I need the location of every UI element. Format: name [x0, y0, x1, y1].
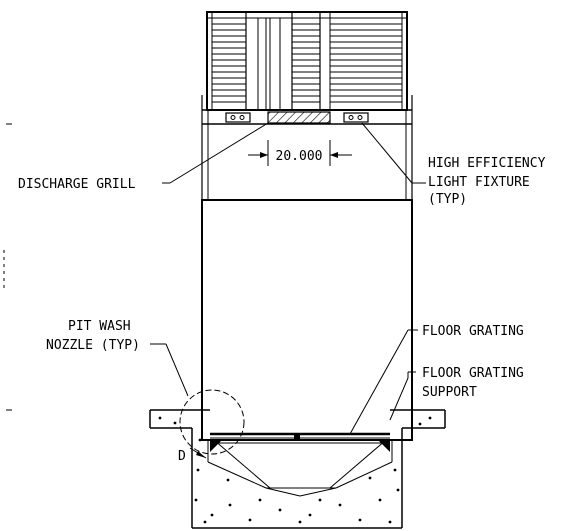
light-fixture-left	[225, 112, 251, 123]
concrete-aggregate-dot	[194, 498, 198, 502]
concrete-aggregate-dot	[228, 503, 232, 507]
floor-grating-support-callout: FLOOR GRATING SUPPORT	[389, 366, 524, 421]
concrete-aggregate-dot	[388, 520, 392, 524]
light-fixture-label-3: (TYP)	[428, 192, 467, 207]
concrete-aggregate-dot	[393, 468, 397, 472]
concrete-aggregate-dot	[358, 518, 362, 522]
discharge-grill	[267, 111, 331, 124]
grill-width-dimension: 20.000	[248, 140, 352, 166]
floor-grating-callout: FLOOR GRATING	[349, 324, 524, 435]
floor-grating-support-label-1: FLOOR GRATING	[422, 366, 524, 381]
upper-plenum	[206, 11, 408, 111]
grill-width-value: 20.000	[276, 149, 323, 164]
floor-pit	[149, 409, 446, 529]
pit-wash-label-2: NOZZLE (TYP)	[46, 338, 140, 353]
pit-wash-label-1: PIT WASH	[68, 319, 131, 334]
concrete-aggregate-dot	[378, 498, 382, 502]
fixture-band	[201, 95, 413, 200]
detail-callout: D	[178, 389, 245, 464]
concrete-aggregate-dot	[226, 478, 230, 482]
discharge-grill-label: DISCHARGE GRILL	[18, 177, 136, 192]
concrete-aggregate-dot	[203, 520, 207, 524]
concrete-aggregate-dot	[210, 513, 214, 517]
floor-grating	[210, 432, 390, 439]
concrete-aggregate-dot	[173, 421, 177, 425]
floor-grating-label: FLOOR GRATING	[422, 324, 524, 339]
concrete-aggregate-dot	[418, 422, 422, 426]
detail-marker-label: D	[178, 449, 186, 464]
concrete-aggregate-dot	[396, 488, 400, 492]
concrete-aggregate-dot	[258, 498, 262, 502]
light-fixture-callout: HIGH EFFICIENCY LIGHT FIXTURE (TYP)	[361, 122, 546, 207]
concrete-aggregate-dot	[248, 518, 252, 522]
light-fixture-label-1: HIGH EFFICIENCY	[428, 156, 546, 171]
concrete-aggregate-dot	[428, 416, 432, 420]
concrete-aggregate-dot	[318, 498, 322, 502]
concrete-aggregate-dot	[298, 520, 302, 524]
concrete-aggregate-dot	[158, 416, 162, 420]
concrete-aggregate-dot	[196, 468, 200, 472]
light-fixture-right	[343, 112, 369, 123]
concrete-aggregate-dot	[198, 438, 202, 442]
floor-grating-support-label-2: SUPPORT	[422, 385, 477, 400]
concrete-aggregate-dot	[368, 476, 372, 480]
concrete-aggregate-dot	[338, 503, 342, 507]
discharge-grill-callout: DISCHARGE GRILL	[18, 122, 269, 192]
concrete-aggregate-dot	[308, 513, 312, 517]
light-fixture-label-2: LIGHT FIXTURE	[428, 175, 530, 190]
booth-body	[201, 199, 413, 441]
pit-wash-callout: PIT WASH NOZZLE (TYP)	[46, 319, 189, 397]
concrete-aggregate-dot	[278, 508, 282, 512]
